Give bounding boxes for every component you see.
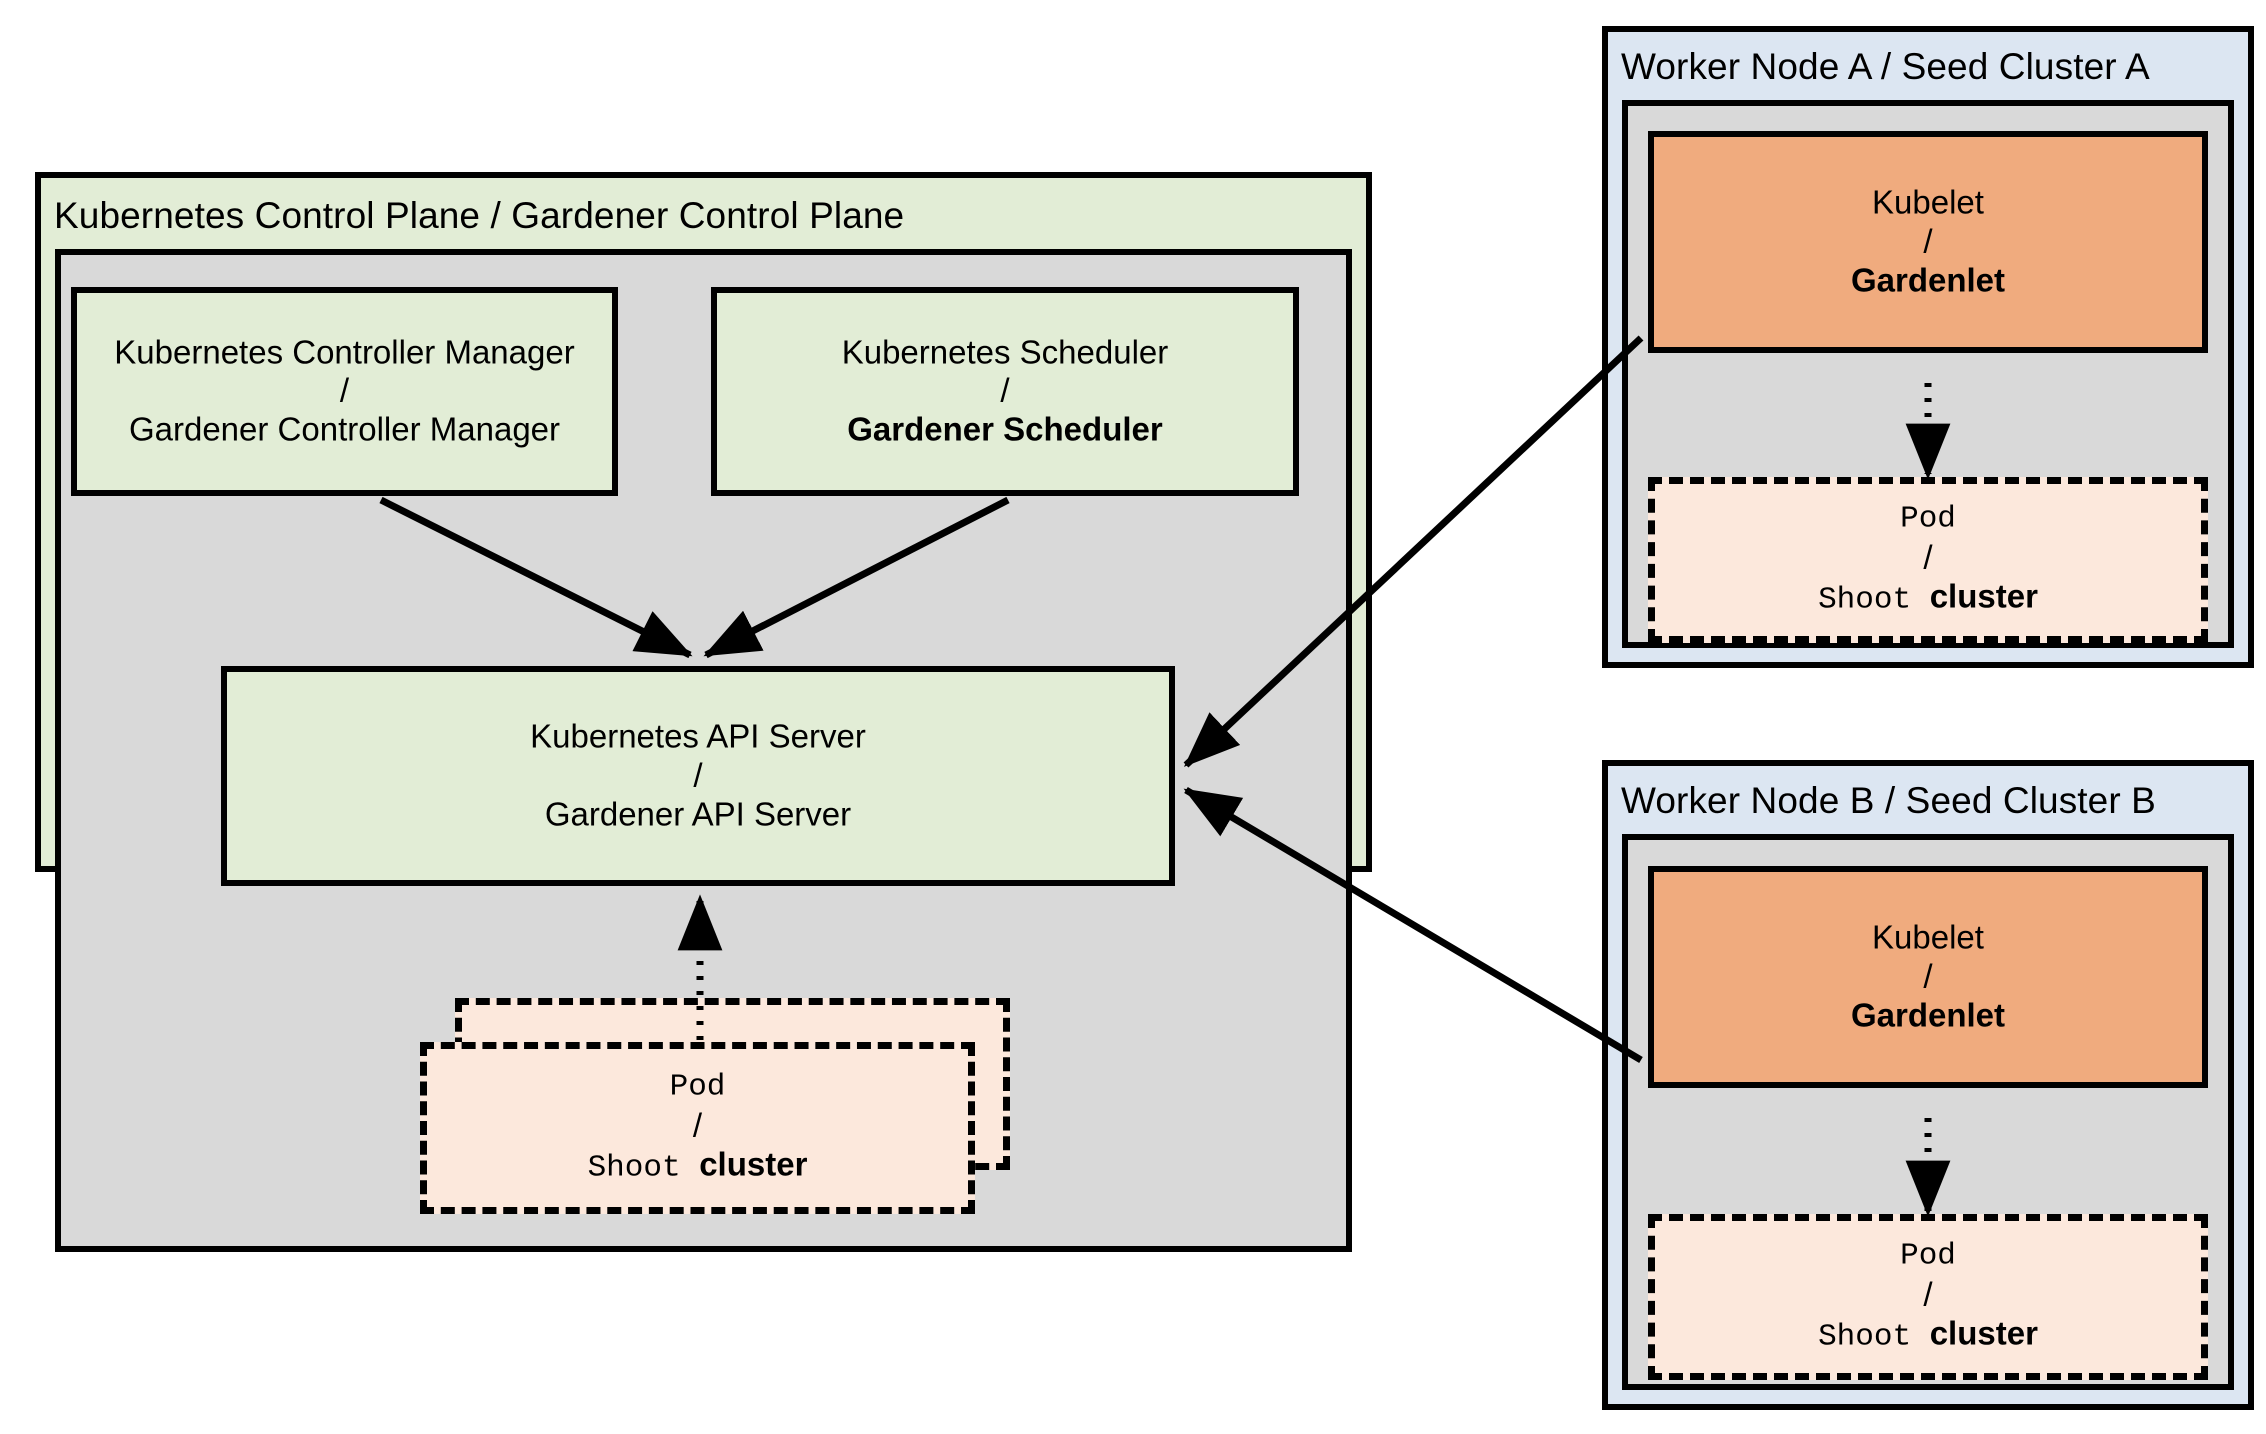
control-plane-pod-space bbox=[681, 1150, 700, 1185]
scheduler-label: Kubernetes Scheduler / Gardener Schedule… bbox=[717, 333, 1293, 450]
worker-node-a-kubelet-line-3: Gardenlet bbox=[1850, 261, 2006, 299]
worker-node-b-kubelet-line-3: Gardenlet bbox=[1850, 996, 2006, 1034]
api-server-label: Kubernetes API Server / Gardener API Ser… bbox=[227, 718, 1169, 835]
worker-node-a-pod-line-3: Shoot cluster bbox=[1655, 577, 2201, 619]
worker-node-b-pod-separator: / bbox=[1923, 1275, 1933, 1313]
worker-node-b-pod-label: Pod / Shoot cluster bbox=[1655, 1238, 2201, 1355]
control-plane-pod-line-3: Shoot cluster bbox=[427, 1145, 968, 1187]
worker-node-b-kubelet-separator: / bbox=[1923, 957, 1933, 995]
scheduler-line-1: Kubernetes Scheduler bbox=[841, 333, 1169, 371]
api-server-line-1: Kubernetes API Server bbox=[530, 717, 866, 755]
control-plane-pod-label: Pod / Shoot cluster bbox=[427, 1069, 968, 1186]
worker-node-b-pod-line-1: Pod bbox=[1900, 1238, 1956, 1274]
worker-node-b-pod-cluster: cluster bbox=[1929, 1313, 2038, 1351]
worker-node-a-kubelet-label: Kubelet / Gardenlet bbox=[1654, 184, 2202, 301]
controller-manager-line-1: Kubernetes Controller Manager bbox=[114, 333, 575, 371]
worker-node-b-pod-shoot: Shoot bbox=[1818, 1318, 1912, 1354]
controller-manager-separator: / bbox=[339, 372, 350, 410]
worker-node-b-pod-space bbox=[1911, 1319, 1930, 1354]
controller-manager-line-3: Gardener Controller Manager bbox=[128, 410, 561, 448]
scheduler-separator: / bbox=[1000, 372, 1010, 410]
control-plane-pod-box: Pod / Shoot cluster bbox=[420, 1042, 975, 1214]
worker-node-a-pod-shoot: Shoot bbox=[1818, 581, 1912, 617]
worker-node-b-kubelet-label: Kubelet / Gardenlet bbox=[1654, 919, 2202, 1036]
worker-node-a-title: Worker Node A / Seed Cluster A bbox=[1621, 46, 2150, 87]
worker-node-a-pod-space bbox=[1911, 582, 1930, 617]
worker-node-b-title: Worker Node B / Seed Cluster B bbox=[1621, 780, 2156, 821]
controller-manager-label: Kubernetes Controller Manager / Gardener… bbox=[77, 333, 612, 450]
kubernetes-scheduler-box: Kubernetes Scheduler / Gardener Schedule… bbox=[711, 287, 1299, 496]
kubernetes-api-server-box: Kubernetes API Server / Gardener API Ser… bbox=[221, 666, 1175, 886]
worker-node-a-pod-label: Pod / Shoot cluster bbox=[1655, 501, 2201, 618]
worker-node-a-pod-separator: / bbox=[1923, 538, 1933, 576]
worker-node-b-kubelet-box: Kubelet / Gardenlet bbox=[1648, 866, 2208, 1088]
worker-node-a-kubelet-separator: / bbox=[1923, 222, 1933, 260]
control-plane-pod-cluster: cluster bbox=[699, 1144, 808, 1182]
control-plane-pod-separator: / bbox=[692, 1106, 703, 1144]
control-plane-pod-shoot: Shoot bbox=[587, 1149, 681, 1185]
api-server-line-3: Gardener API Server bbox=[544, 795, 852, 833]
scheduler-line-3: Gardener Scheduler bbox=[847, 410, 1163, 448]
kubernetes-controller-manager-box: Kubernetes Controller Manager / Gardener… bbox=[71, 287, 618, 496]
worker-node-a-kubelet-box: Kubelet / Gardenlet bbox=[1648, 131, 2208, 353]
worker-node-b-pod-line-3: Shoot cluster bbox=[1655, 1314, 2201, 1356]
worker-node-a-pod-cluster: cluster bbox=[1929, 576, 2038, 614]
worker-node-b-kubelet-line-1: Kubelet bbox=[1872, 918, 1984, 956]
worker-node-a-pod-box: Pod / Shoot cluster bbox=[1648, 477, 2208, 643]
worker-node-b-pod-box: Pod / Shoot cluster bbox=[1648, 1214, 2208, 1380]
worker-node-a-kubelet-line-1: Kubelet bbox=[1872, 183, 1984, 221]
control-plane-pod-line-1: Pod bbox=[669, 1069, 726, 1105]
worker-node-a-pod-line-1: Pod bbox=[1900, 501, 1956, 537]
api-server-separator: / bbox=[693, 756, 703, 794]
control-plane-title: Kubernetes Control Plane / Gardener Cont… bbox=[54, 195, 905, 236]
